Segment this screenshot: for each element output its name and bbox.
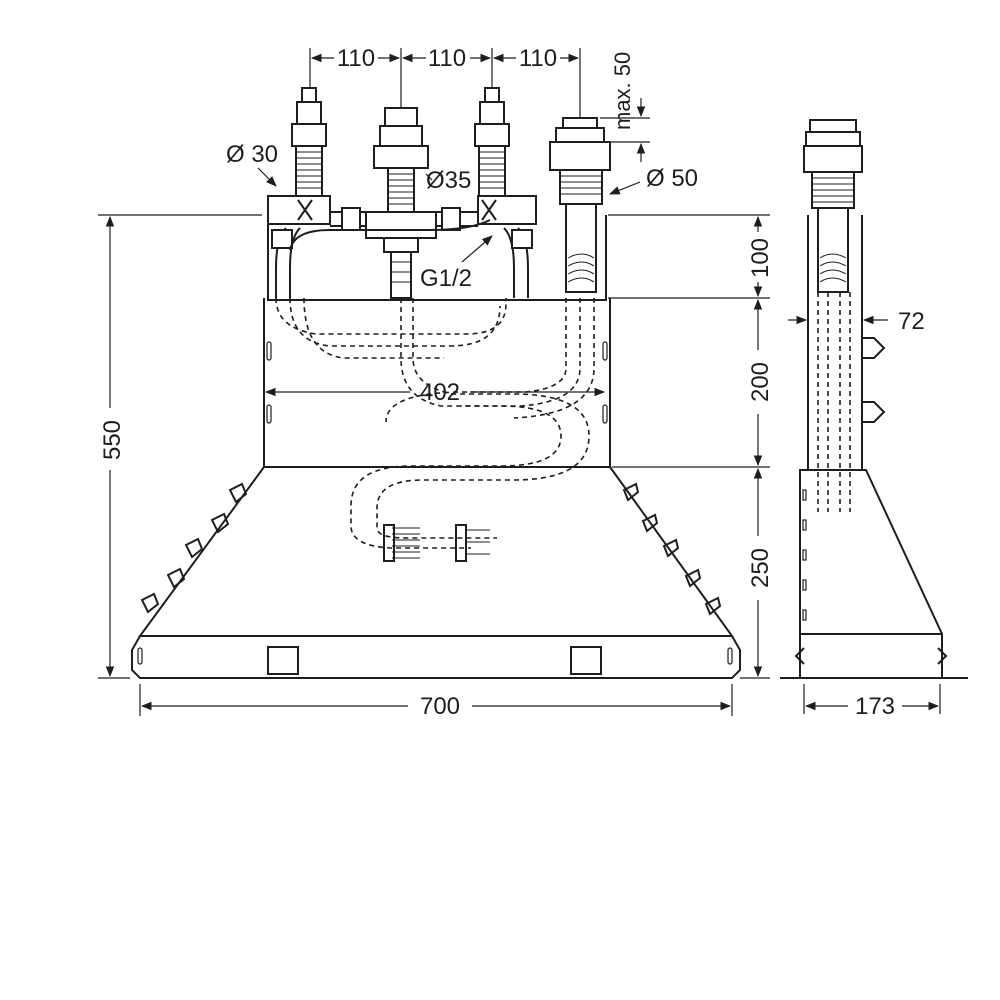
dim-550: [98, 214, 262, 679]
dim-top-spacings: [309, 48, 581, 118]
valve-right: [474, 87, 537, 225]
hidden-hoses: [275, 297, 595, 562]
pipes: [271, 207, 533, 298]
dim-diameter-35: Ø35: [426, 167, 471, 194]
dim-width-72: 72: [898, 308, 925, 335]
dim-spacing-3: 110: [519, 45, 557, 72]
lower-housing: [138, 466, 734, 637]
front-view: 110 110 110 max. 50 Ø 30 Ø35 Ø 50 G1/2 4…: [98, 45, 774, 720]
dim-depth-173: 173: [855, 693, 895, 720]
dim-total-height: 550: [99, 420, 126, 460]
dim-thread-g12: G1/2: [420, 265, 472, 292]
dim-700: [139, 684, 733, 716]
side-view: 72 173: [780, 119, 968, 720]
valve-center: [365, 107, 437, 299]
base-plate: [131, 635, 741, 679]
dim-max-50: [600, 98, 650, 162]
base-mount-left: [267, 646, 299, 675]
dim-spacing-2: 110: [428, 45, 466, 72]
dim-inner-width: 402: [420, 379, 460, 406]
dim-173: [803, 684, 941, 714]
base-mount-right: [570, 646, 602, 675]
dim-height-250: 250: [747, 548, 774, 588]
dim-total-width: 700: [420, 693, 460, 720]
valve-left: [267, 87, 331, 225]
dim-height-200: 200: [747, 362, 774, 402]
dim-max-50-label: max. 50: [610, 52, 635, 130]
diverter: [549, 117, 611, 293]
dim-diameter-30: Ø 30: [226, 141, 278, 168]
dim-height-100: 100: [747, 238, 774, 278]
dim-spacing-1: 110: [337, 45, 375, 72]
dim-diameter-50: Ø 50: [646, 165, 698, 192]
upper-frame: [267, 215, 607, 301]
dim-right-chain: [608, 214, 770, 679]
clips-left: [140, 482, 248, 614]
middle-frame: [263, 298, 611, 468]
clips-right: [622, 482, 722, 616]
